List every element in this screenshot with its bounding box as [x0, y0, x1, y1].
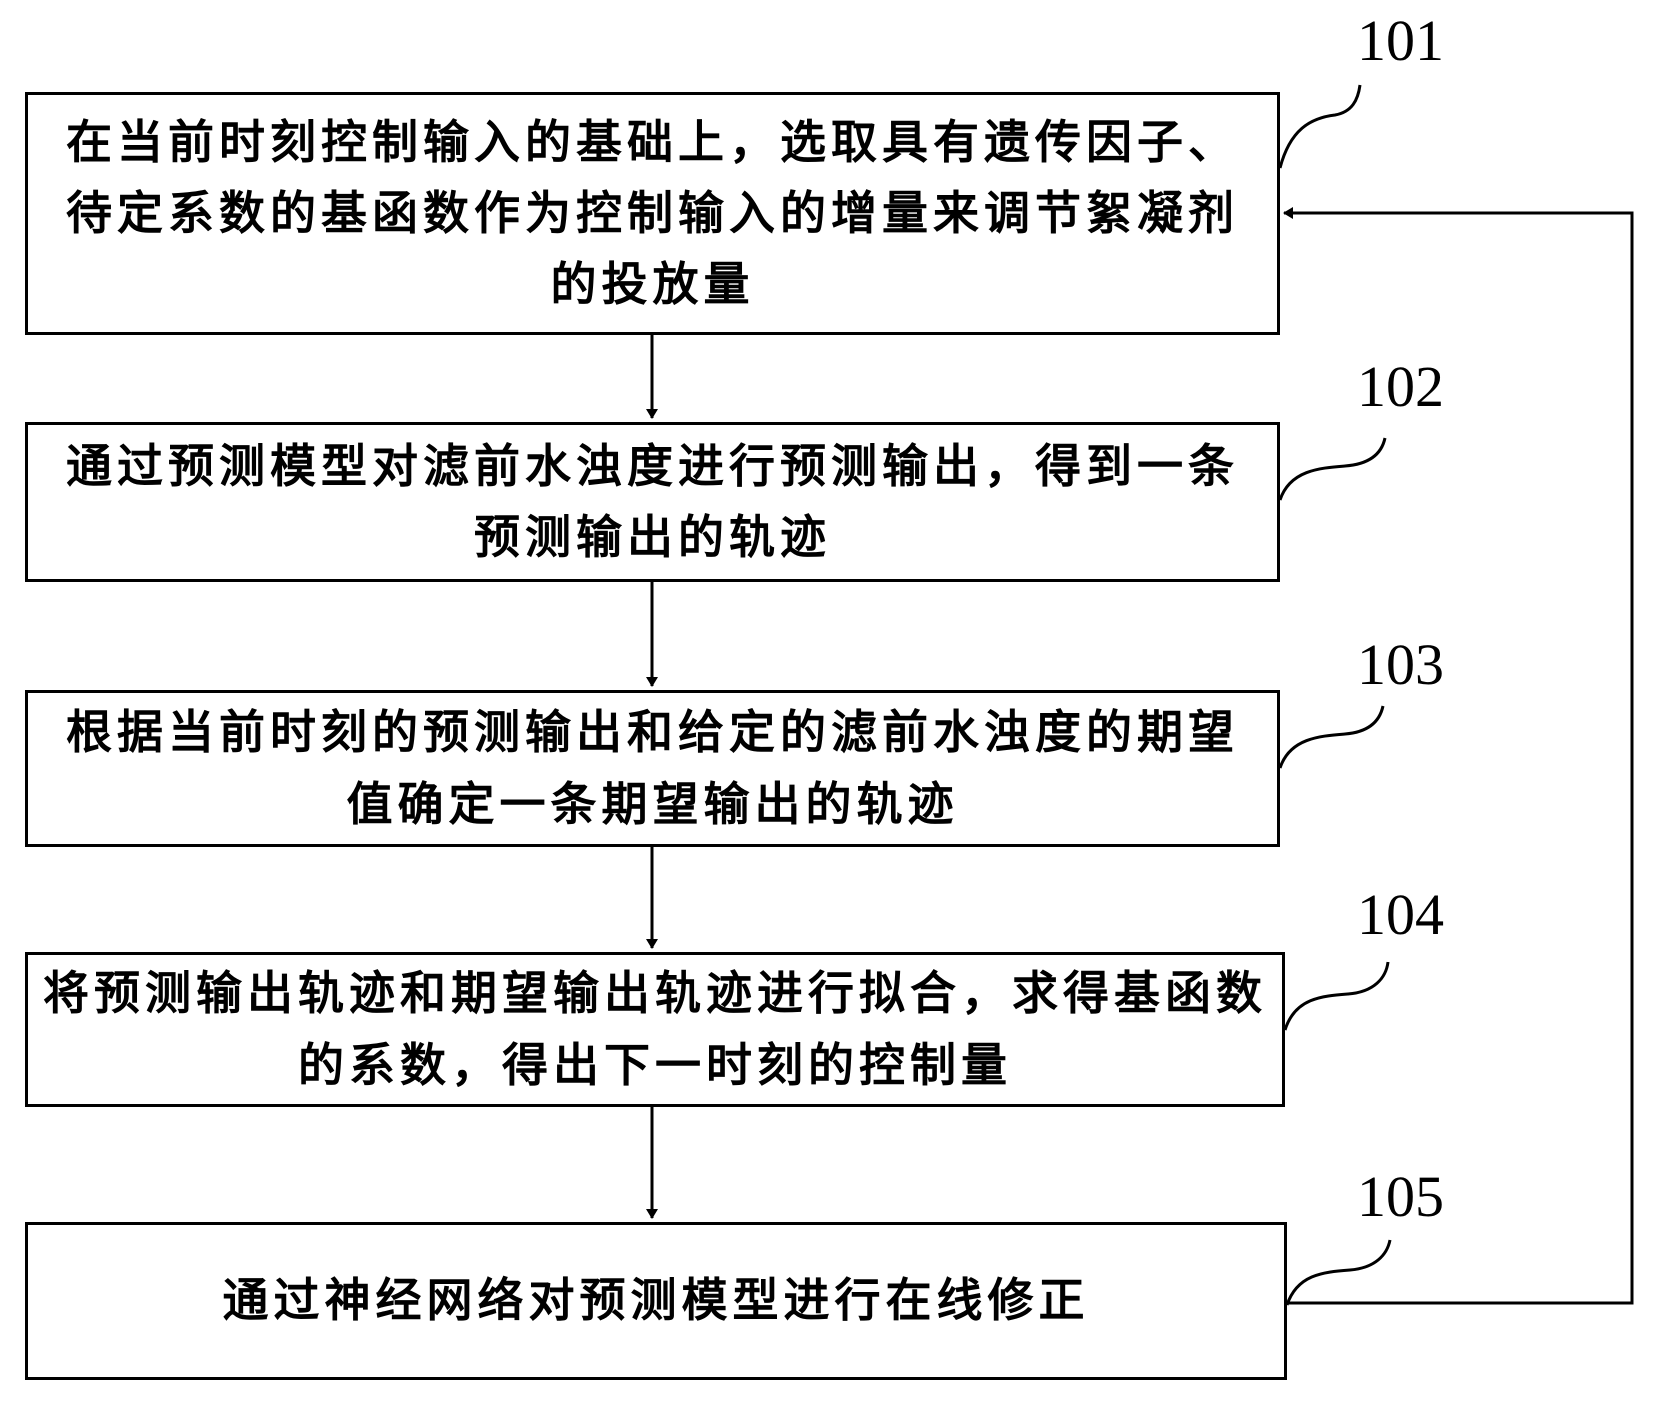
- step-label-103: 103: [1357, 632, 1444, 697]
- step-box-104: 将预测输出轨迹和期望输出轨迹进行拟合，求得基函数的系数，得出下一时刻的控制量: [25, 952, 1285, 1107]
- leader-line-105: [1285, 1239, 1392, 1306]
- leader-line-102: [1278, 437, 1387, 501]
- step-box-103: 根据当前时刻的预测输出和给定的滤前水浊度的期望值确定一条期望输出的轨迹: [25, 690, 1280, 847]
- leader-line-101: [1278, 84, 1362, 169]
- feedback-arrow-105-to-101: [1283, 207, 1634, 1305]
- step-text-102: 通过预测模型对滤前水浊度进行预测输出，得到一条预测输出的轨迹: [66, 438, 1239, 564]
- step-text-105: 通过神经网络对预测模型进行在线修正: [222, 1273, 1090, 1328]
- step-label-102: 102: [1357, 354, 1444, 419]
- step-box-101: 在当前时刻控制输入的基础上，选取具有遗传因子、待定系数的基函数作为控制输入的增量…: [25, 92, 1280, 335]
- step-text-103: 根据当前时刻的预测输出和给定的滤前水浊度的期望值确定一条期望输出的轨迹: [66, 705, 1239, 831]
- step-label-104: 104: [1357, 882, 1444, 947]
- step-label-105: 105: [1357, 1164, 1444, 1229]
- step-label-101: 101: [1357, 8, 1444, 73]
- step-text-104: 将预测输出轨迹和期望输出轨迹进行拟合，求得基函数的系数，得出下一时刻的控制量: [43, 966, 1267, 1092]
- step-box-105: 通过神经网络对预测模型进行在线修正: [25, 1222, 1287, 1380]
- step-box-102: 通过预测模型对滤前水浊度进行预测输出，得到一条预测输出的轨迹: [25, 422, 1280, 582]
- leader-line-104: [1283, 961, 1390, 1031]
- step-text-101: 在当前时刻控制输入的基础上，选取具有遗传因子、待定系数的基函数作为控制输入的增量…: [66, 114, 1239, 312]
- leader-line-103: [1278, 705, 1385, 769]
